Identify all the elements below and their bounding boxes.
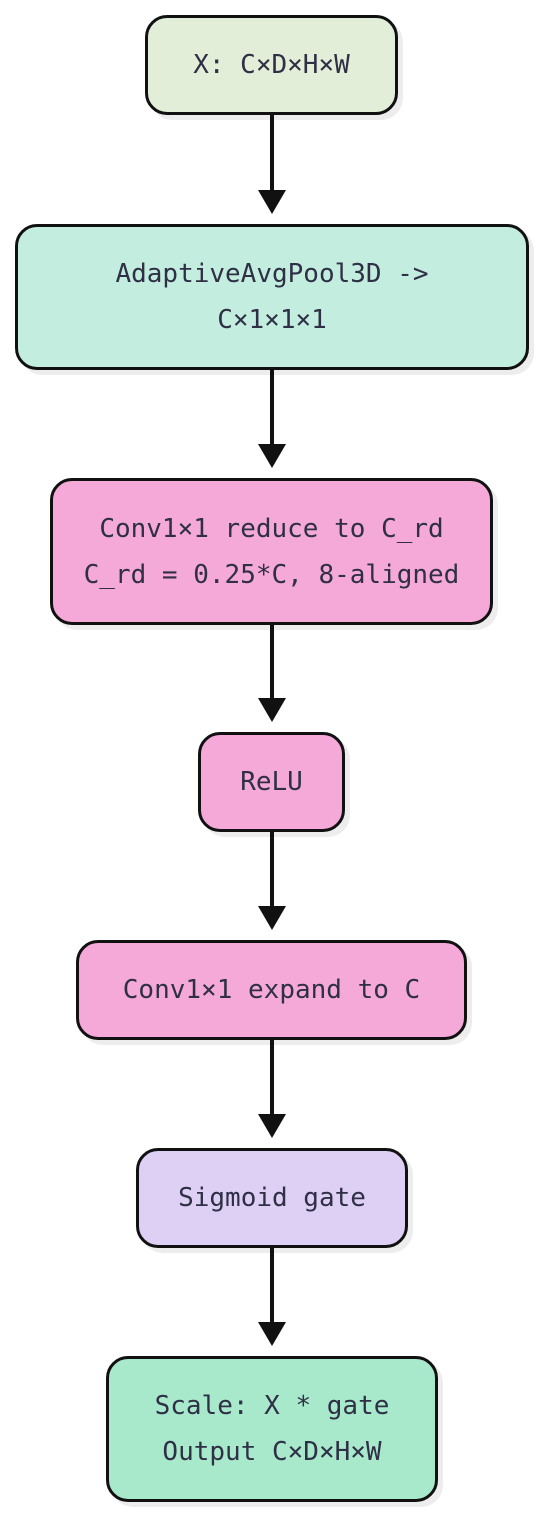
edge-expand-to-sigmoid xyxy=(258,1040,286,1138)
node-input: X: C×D×H×W xyxy=(145,15,398,115)
edge-relu-to-expand xyxy=(258,832,286,930)
node-adaptive-avg-pool: AdaptiveAvgPool3D -> C×1×1×1 xyxy=(15,224,529,370)
edge-reduce-to-relu xyxy=(258,625,286,722)
node-relu-label: ReLU xyxy=(240,767,303,797)
node-output-label-line2: Output C×D×H×W xyxy=(162,1437,382,1467)
node-input-label: X: C×D×H×W xyxy=(193,50,350,80)
node-conv-reduce: Conv1×1 reduce to C_rd C_rd = 0.25*C, 8-… xyxy=(50,478,493,625)
node-output-label-line1: Scale: X * gate xyxy=(154,1391,390,1421)
node-reduce-label-line1: Conv1×1 reduce to C_rd xyxy=(99,513,444,544)
edge-input-to-pool xyxy=(258,115,286,214)
node-conv-expand: Conv1×1 expand to C xyxy=(76,940,467,1040)
node-reduce-label-line2: C_rd = 0.25*C, 8-aligned xyxy=(83,559,460,590)
node-relu: ReLU xyxy=(198,732,345,832)
node-sigmoid-label: Sigmoid gate xyxy=(178,1183,366,1213)
node-pool-label-line1: AdaptiveAvgPool3D -> xyxy=(115,259,429,289)
node-sigmoid-gate: Sigmoid gate xyxy=(136,1148,408,1248)
edge-pool-to-reduce xyxy=(258,370,286,468)
node-expand-label: Conv1×1 expand to C xyxy=(122,975,421,1005)
edge-sigmoid-to-output xyxy=(258,1248,286,1346)
node-pool-label-line2: C×1×1×1 xyxy=(217,305,327,335)
node-scale-output: Scale: X * gate Output C×D×H×W xyxy=(106,1356,438,1502)
